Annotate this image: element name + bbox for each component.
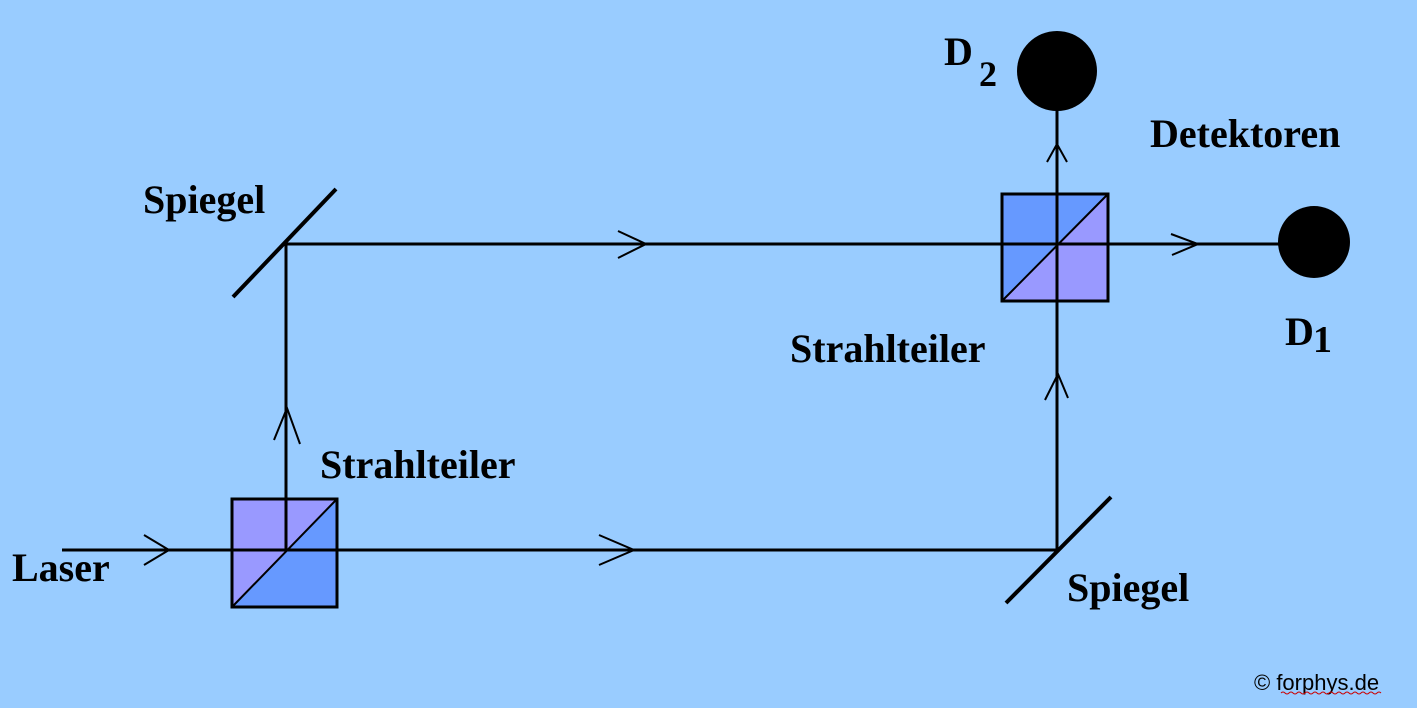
arrow-right-upper xyxy=(617,230,649,259)
arrow-up-top xyxy=(1046,141,1068,163)
label-mirror-bottom: Spiegel xyxy=(1067,565,1189,610)
mirror-bottom xyxy=(1004,495,1113,605)
label-d1-main: D xyxy=(1285,309,1314,354)
label-d2-subscript: 2 xyxy=(979,54,997,94)
arrow-right-lower xyxy=(598,534,637,566)
label-mirror-top: Spiegel xyxy=(143,177,265,222)
arrow-right-laser xyxy=(143,534,171,566)
label-d1: D 1 xyxy=(1285,309,1332,361)
label-d2: D 2 xyxy=(944,29,997,94)
label-splitter-output: Strahlteiler xyxy=(790,326,986,371)
label-d1-subscript: 1 xyxy=(1313,319,1332,361)
arrows xyxy=(143,141,1201,566)
detector-d1 xyxy=(1278,206,1350,278)
label-laser: Laser xyxy=(12,545,110,590)
mirror-top xyxy=(231,187,338,299)
detector-d2 xyxy=(1017,31,1097,111)
label-splitter-input: Strahlteiler xyxy=(320,442,516,487)
beam-splitter-input xyxy=(230,497,339,609)
label-d2-main: D xyxy=(944,29,973,74)
arrow-right-output xyxy=(1170,233,1201,256)
beam-paths xyxy=(62,100,1290,552)
beam-splitter-output xyxy=(1000,192,1110,303)
label-detectors: Detektoren xyxy=(1150,111,1340,156)
copyright-notice: © forphys.de xyxy=(1254,670,1379,695)
arrow-up-right xyxy=(1044,371,1069,401)
arrow-up-left xyxy=(273,405,301,445)
spellcheck-underline xyxy=(1280,691,1382,695)
